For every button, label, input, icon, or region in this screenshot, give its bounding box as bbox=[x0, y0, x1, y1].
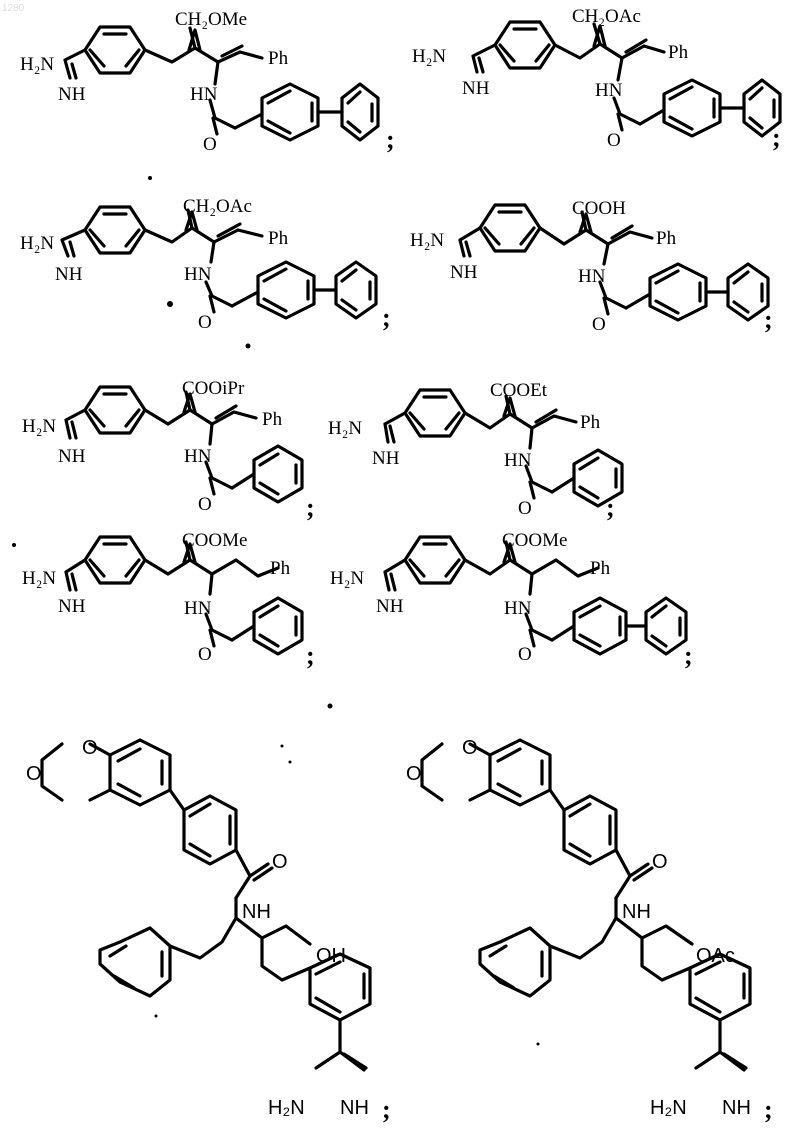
amidine-nh2-label: H₂N bbox=[22, 568, 56, 589]
amidine-nh-label: NH bbox=[58, 446, 86, 467]
structure-5: H₂N NH COOiPr Ph HN O ; bbox=[22, 378, 315, 522]
amidine-nh2-label: H₂N bbox=[410, 230, 444, 251]
amidine-nh2-label: H₂N bbox=[20, 233, 54, 254]
separator: ; bbox=[382, 1095, 391, 1124]
phenyl-label: Ph bbox=[270, 558, 291, 579]
separator: ; bbox=[772, 123, 781, 152]
amidine-nh-label: NH bbox=[372, 448, 400, 469]
structure-2: H₂N NH CH₂OAc Ph HN O ; bbox=[412, 6, 781, 152]
amidine-nh-label: NH bbox=[376, 596, 404, 617]
amide-nh-label: HN bbox=[190, 84, 218, 105]
structure-4: H₂N NH COOH Ph HN O ; bbox=[410, 198, 773, 335]
amidine-nh2-label: H₂N bbox=[328, 418, 362, 439]
carbonyl-o-label: O bbox=[607, 130, 621, 151]
structure-10: O O O NH OAc H₂N NH ; bbox=[406, 737, 773, 1124]
amidine-nh2-label: H₂N bbox=[412, 46, 446, 67]
amidine-nh2-label: H₂N bbox=[20, 54, 54, 75]
separator: ; bbox=[386, 125, 395, 154]
amidine-nh-label: NH bbox=[58, 596, 86, 617]
carbonyl-o-label: O bbox=[518, 644, 532, 665]
substituent-label: COOMe bbox=[502, 530, 567, 551]
separator: ; bbox=[764, 1095, 773, 1124]
amidine-nh-label: NH bbox=[722, 1097, 751, 1119]
substituent-label: CH₂OAc bbox=[572, 6, 641, 27]
substituent-label: COOMe bbox=[182, 530, 247, 551]
substituent-label: OH bbox=[316, 945, 346, 967]
amide-nh-label: HN bbox=[184, 264, 212, 285]
structure-1: H₂N NH CH₂OMe Ph HN O ; bbox=[20, 9, 395, 155]
amide-nh-label: HN bbox=[184, 598, 212, 619]
carbonyl-o-label: O bbox=[198, 312, 212, 333]
substituent-label: COOH bbox=[572, 198, 626, 219]
structure-6: H₂N NH COOEt Ph HN O ; bbox=[328, 380, 622, 522]
phenyl-label: Ph bbox=[590, 558, 611, 579]
structure-3: H₂N NH CH₂OAc Ph HN O ; bbox=[20, 196, 391, 333]
carbonyl-o-label: O bbox=[652, 851, 668, 873]
amide-nh-label: HN bbox=[595, 80, 623, 101]
phenyl-label: Ph bbox=[580, 412, 601, 433]
amide-nh-label: NH bbox=[622, 901, 651, 923]
dioxane-o2-label: O bbox=[26, 763, 42, 785]
substituent-label: CH₂OMe bbox=[175, 9, 247, 30]
separator: ; bbox=[306, 641, 315, 670]
page-id: 1280 bbox=[2, 3, 25, 14]
substituent-label: CH₂OAc bbox=[183, 196, 252, 217]
amidine-nh-label: NH bbox=[340, 1097, 369, 1119]
dioxane-o1-label: O bbox=[462, 737, 478, 759]
amidine-nh-label: NH bbox=[55, 264, 83, 285]
amide-nh-label: HN bbox=[504, 450, 532, 471]
amidine-nh2-label: H₂N bbox=[268, 1097, 305, 1119]
structure-7: H₂N NH COOMe Ph HN O ; bbox=[22, 530, 315, 670]
substituent-label: COOEt bbox=[490, 380, 548, 401]
separator: ; bbox=[764, 305, 773, 334]
structure-9: O O O NH OH H₂N NH ; bbox=[26, 737, 391, 1124]
amidine-nh2-label: H₂N bbox=[650, 1097, 687, 1119]
separator: ; bbox=[606, 493, 615, 522]
phenyl-label: Ph bbox=[268, 228, 289, 249]
amidine-nh2-label: H₂N bbox=[330, 568, 364, 589]
structure-8: H₂N NH COOMe Ph HN O ; bbox=[330, 530, 693, 670]
amide-nh-label: HN bbox=[184, 446, 212, 467]
phenyl-label: Ph bbox=[268, 48, 289, 69]
separator: ; bbox=[382, 303, 391, 332]
amidine-nh-label: NH bbox=[450, 262, 478, 283]
carbonyl-o-label: O bbox=[198, 494, 212, 515]
amidine-nh-label: NH bbox=[462, 78, 490, 99]
amide-nh-label: HN bbox=[578, 266, 606, 287]
substituent-label: COOiPr bbox=[182, 378, 245, 399]
amidine-nh2-label: H₂N bbox=[22, 416, 56, 437]
substituent-label: OAc bbox=[696, 945, 735, 967]
dioxane-o1-label: O bbox=[82, 737, 98, 759]
phenyl-label: Ph bbox=[656, 228, 677, 249]
carbonyl-o-label: O bbox=[592, 314, 606, 335]
separator: ; bbox=[684, 641, 693, 670]
amidine-nh-label: NH bbox=[58, 84, 86, 105]
phenyl-label: Ph bbox=[262, 409, 283, 430]
carbonyl-o-label: O bbox=[272, 851, 288, 873]
carbonyl-o-label: O bbox=[198, 644, 212, 665]
carbonyl-o-label: O bbox=[203, 134, 217, 155]
carbonyl-o-label: O bbox=[518, 498, 532, 519]
dioxane-o2-label: O bbox=[406, 763, 422, 785]
amide-nh-label: HN bbox=[504, 598, 532, 619]
separator: ; bbox=[306, 493, 315, 522]
phenyl-label: Ph bbox=[668, 42, 689, 63]
amide-nh-label: NH bbox=[242, 901, 271, 923]
